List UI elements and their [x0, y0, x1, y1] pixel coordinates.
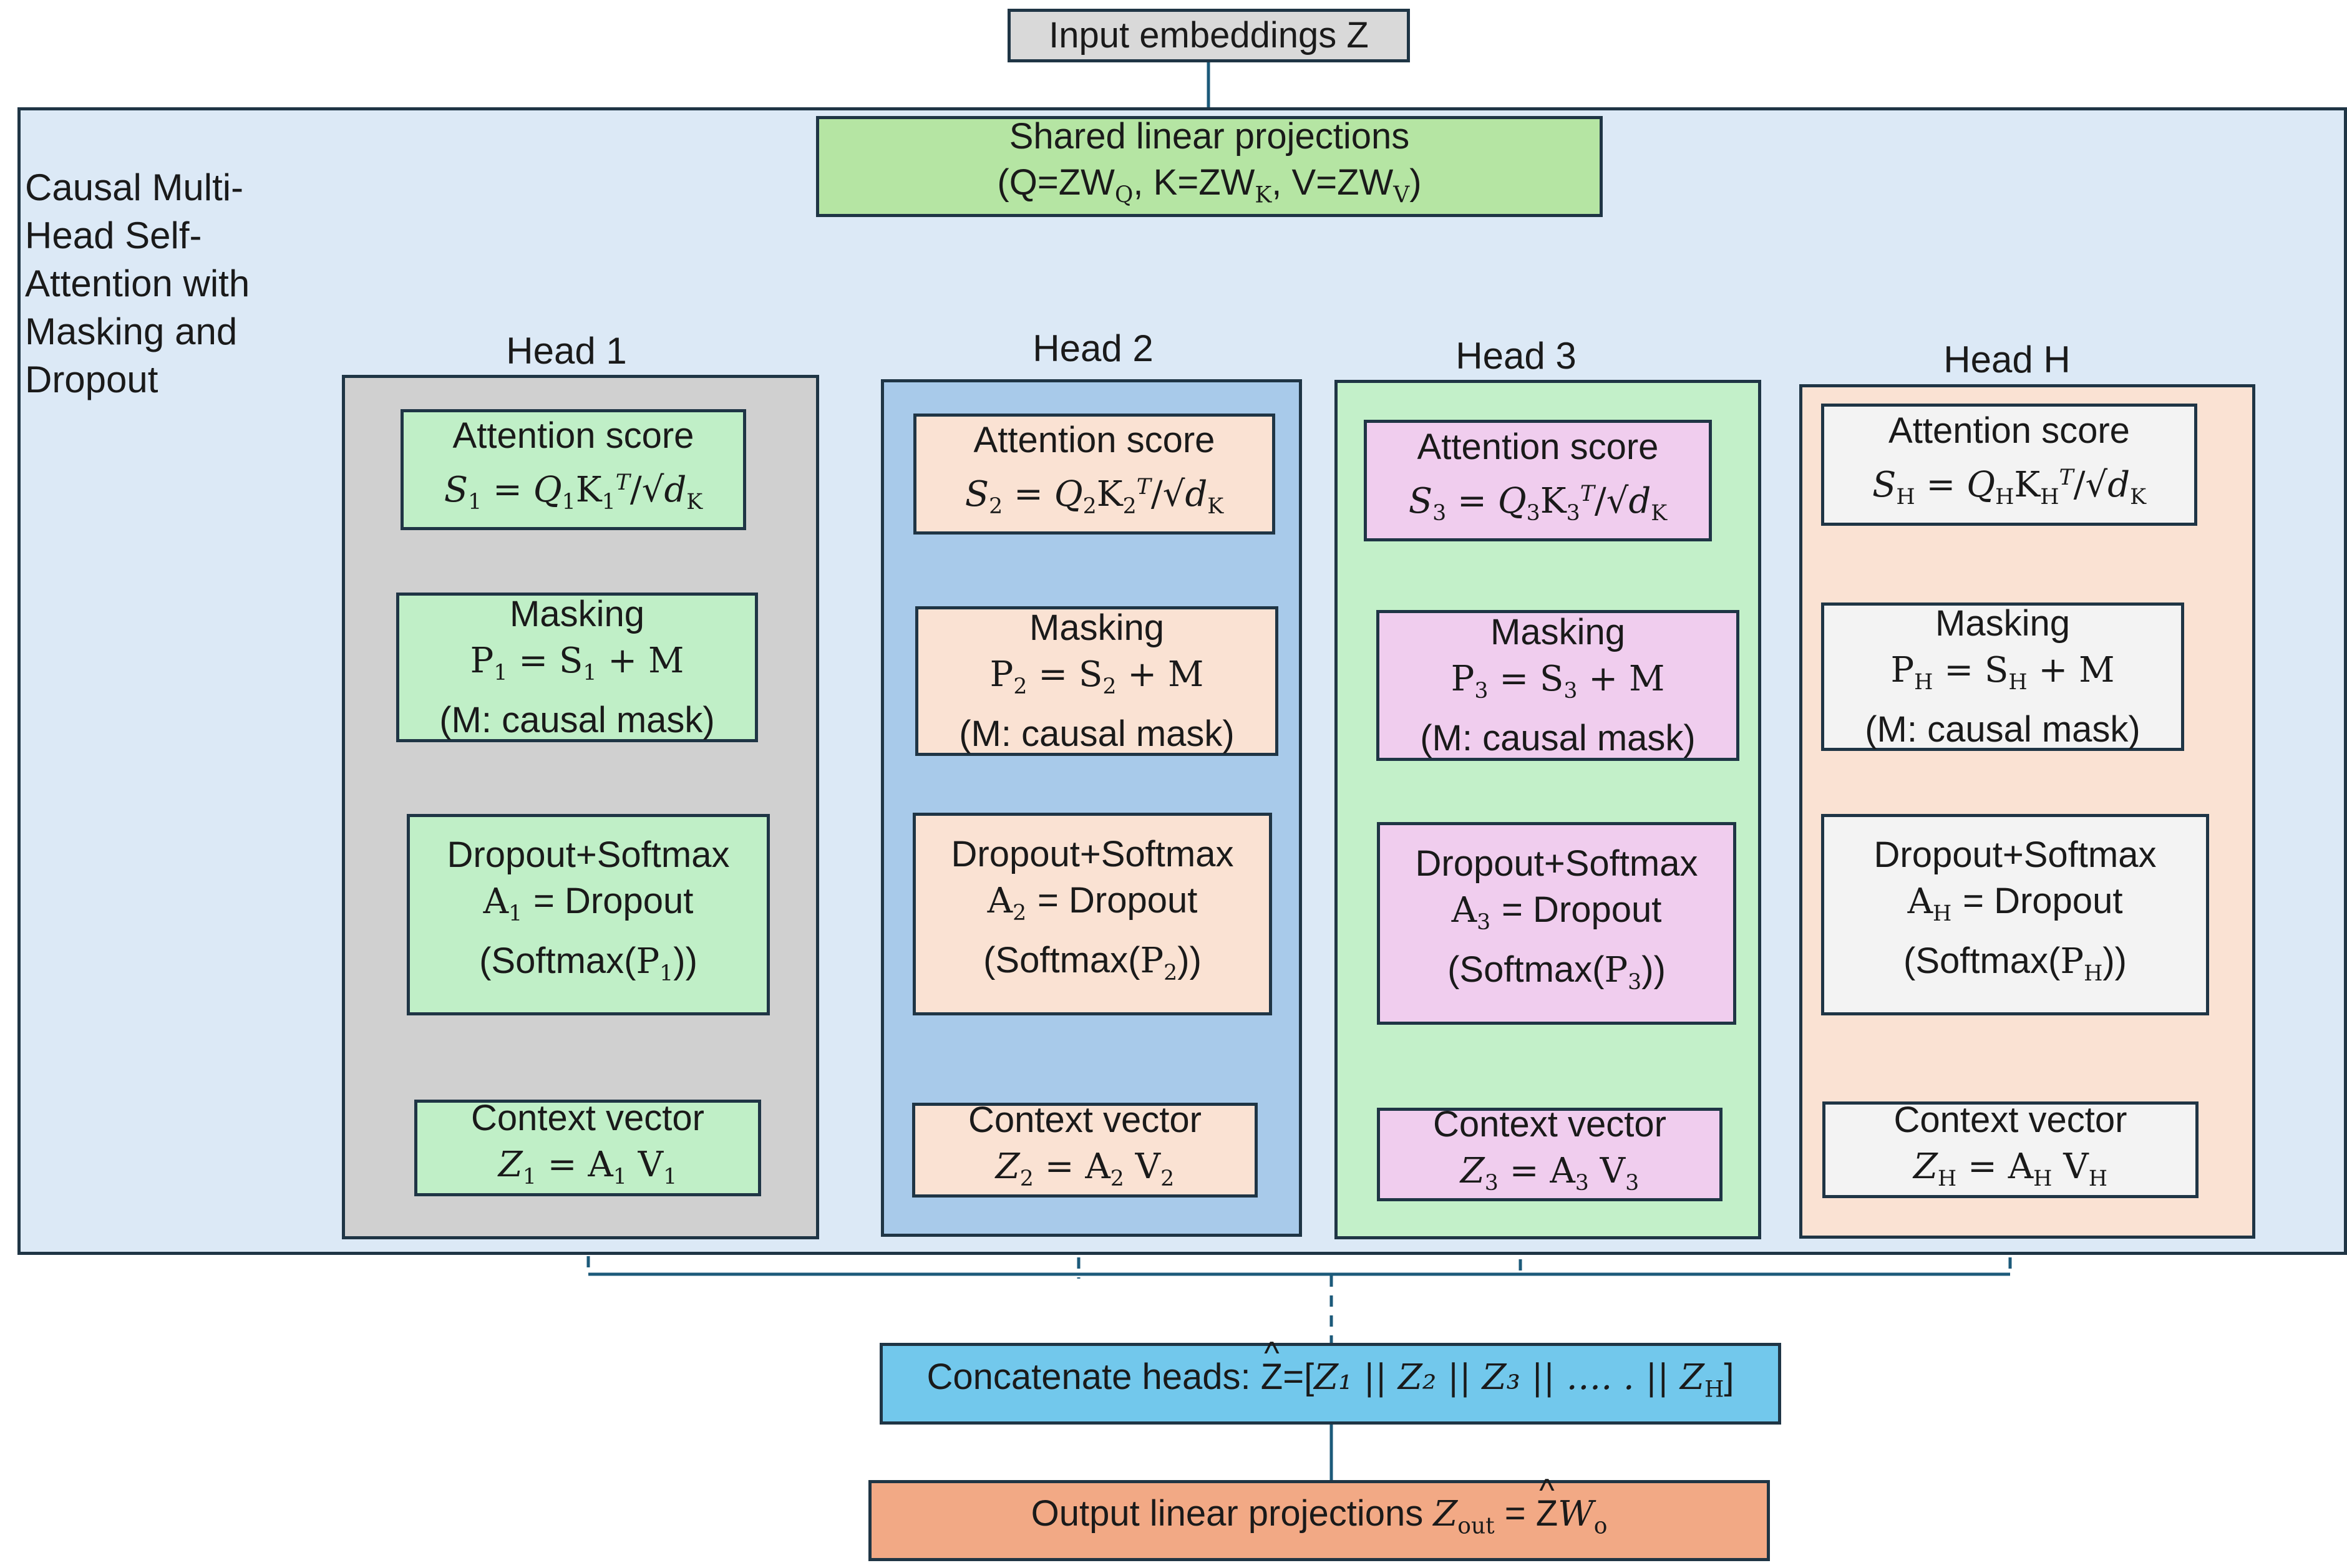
head-3-masking: Masking P3 = S3 + M (M: causal mask) [1376, 610, 1739, 761]
head-2-score-title: Attention score [973, 420, 1215, 461]
head-3-score-title: Attention score [1417, 426, 1659, 467]
head-3-label: Head 3 [1455, 335, 1577, 377]
head-3-dropout-title: Dropout+Softmax [1415, 843, 1698, 884]
container-label: Causal Multi- Head Self- Attention with … [25, 163, 250, 404]
head-H-dropout-title: Dropout+Softmax [1873, 835, 2157, 876]
head-H-score-title: Attention score [1888, 410, 2130, 452]
container-label-line-5: Dropout [25, 359, 158, 400]
output-label: Output linear projections Zout = ZWo [1031, 1468, 1608, 1551]
concat-label: Concatenate heads: Z=[Z₁ || Z₂ || Z₃ || … [927, 1330, 1734, 1414]
head-1-dropout-title: Dropout+Softmax [447, 835, 730, 876]
head-1-score-title: Attention score [452, 415, 694, 457]
shared-projections-box: Shared linear projections (Q=ZWQ, K=ZWK,… [816, 116, 1603, 217]
container-label-line-3: Attention with [25, 263, 250, 304]
head-H-dropout-softmax: Dropout+Softmax AH = Dropout (Softmax(PH… [1821, 814, 2209, 1015]
input-embeddings-label: Input embeddings Z [1049, 15, 1369, 56]
head-H-panel [1799, 384, 2255, 1239]
head-2-context-title: Context vector [968, 1100, 1202, 1141]
head-H-mask-formula: PH = SH + M [1890, 650, 2115, 695]
head-2-dropout-title: Dropout+Softmax [951, 834, 1234, 875]
head-2-mask-title: Masking [1029, 607, 1164, 649]
concatenate-heads-box: Concatenate heads: Z=[Z₁ || Z₂ || Z₃ || … [880, 1330, 1781, 1425]
head-1-mask-title: Masking [510, 594, 644, 635]
head-2-mask-note: (M: causal mask) [959, 713, 1235, 754]
head-1-context-title: Context vector [471, 1097, 704, 1138]
head-1-attention-score: Attention score S1 = Q1K1T/√dK [401, 409, 746, 530]
head-1-mask-formula: P1 = S1 + M [470, 641, 684, 686]
head-H-attention-score: Attention score SH = QHKHT/√dK [1821, 404, 2197, 526]
head-2-mask-formula: P2 = S2 + M [989, 654, 1204, 700]
container-label-line-4: Masking and [25, 311, 238, 352]
head-H-mask-note: (M: causal mask) [1865, 709, 2140, 750]
head-H-dropout-formula: AH = Dropout [1907, 881, 2123, 927]
head-H-label: Head H [1943, 339, 2071, 380]
shared-projections-formula: (Q=ZWQ, K=ZWK, V=ZWV) [997, 162, 1422, 208]
head-H-softmax-formula: (Softmax(PH)) [1903, 940, 2127, 986]
head-2-softmax-formula: (Softmax(P2)) [983, 939, 1202, 985]
shared-projections-title: Shared linear projections [1009, 116, 1410, 157]
head-1-dropout-formula: A1 = Dropout [483, 881, 694, 927]
head-3-dropout-formula: A3 = Dropout [1451, 889, 1662, 936]
head-H-context-formula: ZH = AH VH [1913, 1146, 2107, 1192]
head-3-attention-score: Attention score S3 = Q3K3T/√dK [1364, 420, 1712, 541]
head-3-softmax-formula: (Softmax(P3)) [1447, 949, 1666, 995]
head-3-mask-title: Masking [1490, 612, 1625, 653]
head-1-dropout-softmax: Dropout+Softmax A1 = Dropout (Softmax(P1… [407, 814, 770, 1015]
container-label-line-2: Head Self- [25, 215, 202, 256]
head-1-context-formula: Z1 = A1 V1 [498, 1144, 678, 1190]
head-2-context-formula: Z2 = A2 V2 [995, 1146, 1175, 1192]
head-3-context-title: Context vector [1433, 1104, 1666, 1145]
head-3-dropout-softmax: Dropout+Softmax A3 = Dropout (Softmax(P3… [1377, 822, 1736, 1025]
output-projections-box: Output linear projections Zout = ZWo [868, 1468, 1770, 1561]
head-3-context-formula: Z3 = A3 V3 [1460, 1151, 1640, 1196]
head-3-context-vector: Context vector Z3 = A3 V3 [1377, 1104, 1723, 1201]
head-1-softmax-formula: (Softmax(P1)) [479, 940, 697, 986]
head-2-label: Head 2 [1033, 327, 1154, 369]
head-3-mask-note: (M: causal mask) [1420, 717, 1696, 758]
head-H-masking: Masking PH = SH + M (M: causal mask) [1821, 603, 2184, 751]
head-1-masking: Masking P1 = S1 + M (M: causal mask) [396, 593, 758, 742]
head-H-context-vector: Context vector ZH = AH VH [1822, 1100, 2199, 1198]
head-2-dropout-formula: A2 = Dropout [987, 880, 1198, 926]
head-1-score-formula: S1 = Q1K1T/√dK [444, 470, 703, 515]
head-3-mask-formula: P3 = S3 + M [1450, 659, 1665, 704]
head-2-context-vector: Context vector Z2 = A2 V2 [912, 1100, 1258, 1198]
head-H-score-formula: SH = QHKHT/√dK [1872, 465, 2147, 510]
container-label-line-1: Causal Multi- [25, 167, 244, 208]
head-1-context-vector: Context vector Z1 = A1 V1 [414, 1098, 761, 1196]
input-embeddings-box: Input embeddings Z [1008, 9, 1410, 62]
head-3-score-formula: S3 = Q3K3T/√dK [1408, 480, 1668, 526]
head-2-attention-score: Attention score S2 = Q2K2T/√dK [913, 414, 1275, 535]
head-1-mask-note: (M: causal mask) [439, 699, 715, 740]
head-1-label: Head 1 [506, 330, 627, 372]
head-H-context-title: Context vector [1893, 1099, 2127, 1140]
head-H-mask-title: Masking [1935, 603, 2070, 644]
head-2-score-formula: S2 = Q2K2T/√dK [965, 474, 1224, 520]
head-2-dropout-softmax: Dropout+Softmax A2 = Dropout (Softmax(P2… [913, 813, 1272, 1015]
head-2-masking: Masking P2 = S2 + M (M: causal mask) [915, 606, 1278, 756]
